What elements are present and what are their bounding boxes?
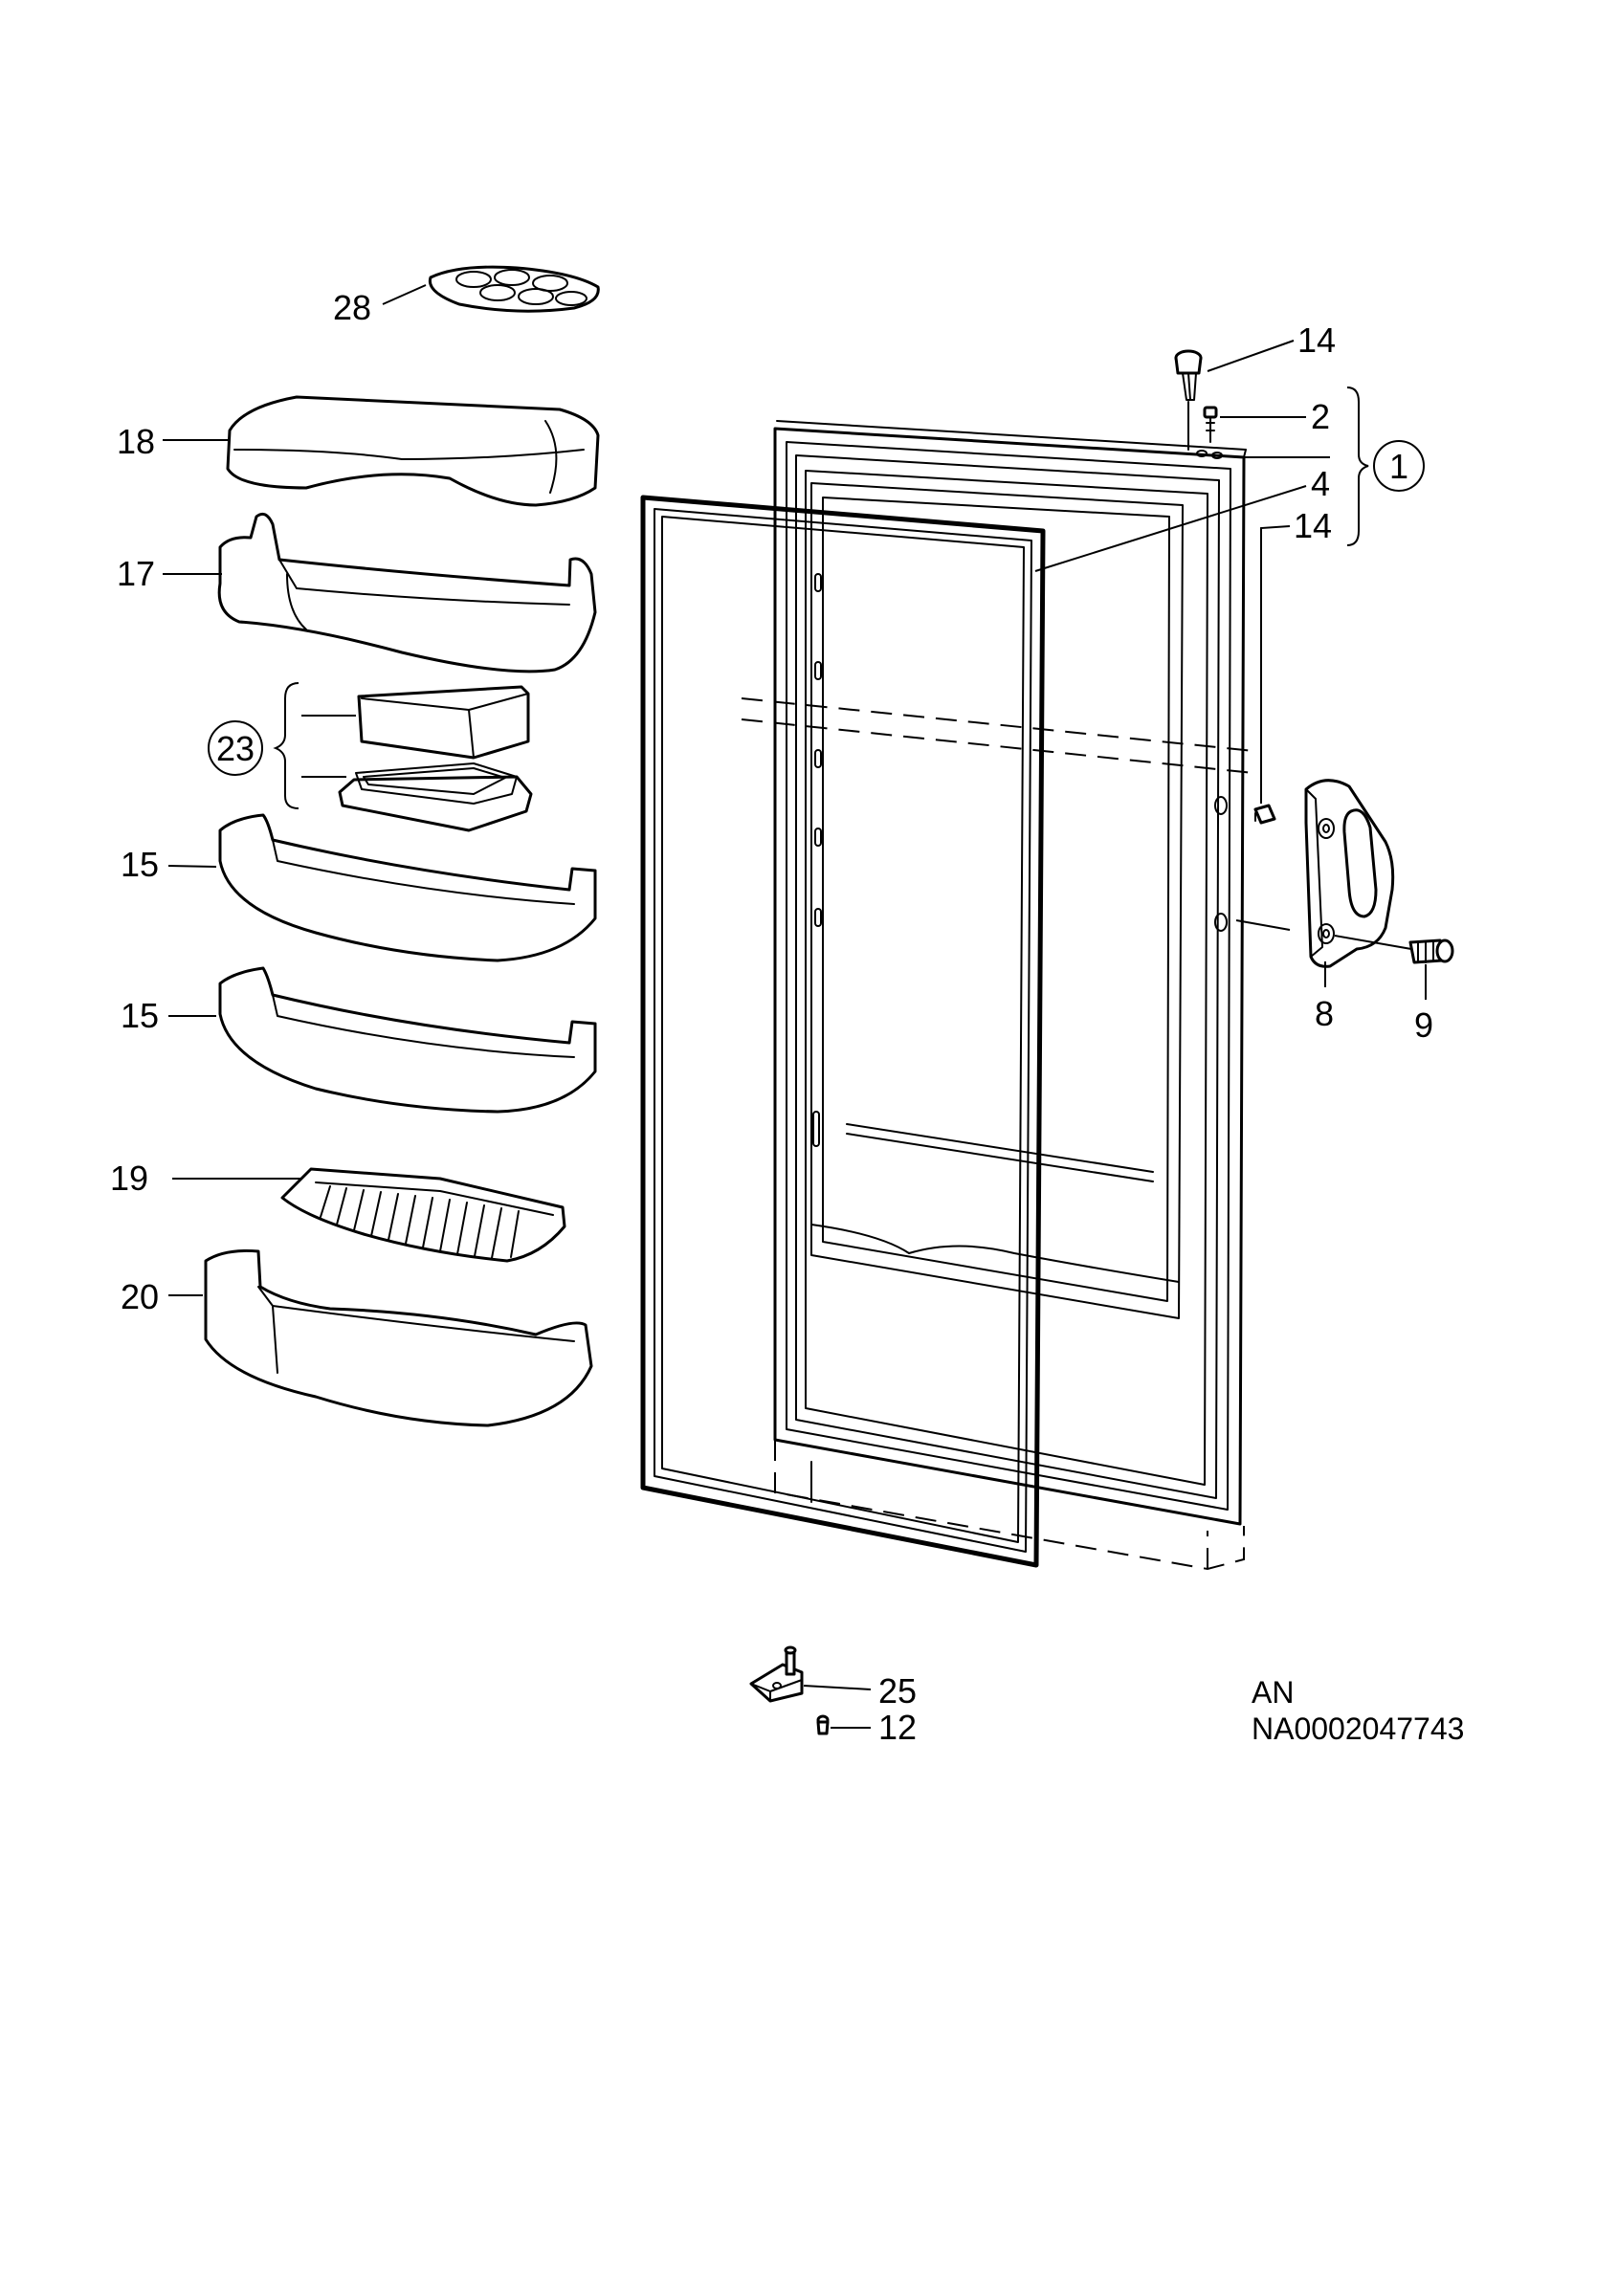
screw-2 xyxy=(1203,406,1218,443)
butter-box-lid xyxy=(357,685,530,760)
screw-9 xyxy=(1408,938,1454,964)
upper-door-shelf xyxy=(217,512,597,673)
callout-8: 8 xyxy=(1315,994,1334,1033)
dairy-cover xyxy=(226,395,600,507)
bottle-retainer xyxy=(280,1167,566,1263)
callout-20: 20 xyxy=(121,1277,159,1316)
callout-28: 28 xyxy=(333,288,371,327)
callout-12: 12 xyxy=(878,1708,917,1747)
door-shelf-15-lower xyxy=(218,966,597,1114)
callout-15-upper: 15 xyxy=(121,845,159,884)
callout-2: 2 xyxy=(1311,397,1330,436)
callout-4: 4 xyxy=(1311,464,1330,503)
callout-17: 17 xyxy=(117,554,155,593)
bottom-hinge xyxy=(749,1645,804,1703)
egg-tray xyxy=(428,265,600,313)
callout-15-lower: 15 xyxy=(121,996,159,1035)
callout-9: 9 xyxy=(1414,1005,1433,1045)
hinge-pin xyxy=(1174,349,1203,401)
callout-23: 23 xyxy=(216,729,255,768)
footer-code-line2: NA0002047743 xyxy=(1252,1711,1464,1746)
door-gasket xyxy=(640,495,1046,1568)
callout-14-lower: 14 xyxy=(1294,506,1332,545)
door-handle xyxy=(1304,779,1395,968)
callout-14-top: 14 xyxy=(1297,320,1336,360)
callout-19: 19 xyxy=(110,1159,148,1198)
callout-1: 1 xyxy=(1389,447,1408,486)
screw-12 xyxy=(816,1714,830,1735)
bolt-14-lower xyxy=(1253,804,1276,825)
bottle-shelf-20 xyxy=(204,1249,593,1427)
door-shelf-15-upper xyxy=(218,813,597,962)
butter-box-base xyxy=(338,762,533,832)
callout-25: 25 xyxy=(878,1671,917,1711)
footer-code-line1: AN xyxy=(1252,1675,1294,1710)
callout-18: 18 xyxy=(117,422,155,461)
door-panel xyxy=(773,420,1247,1526)
